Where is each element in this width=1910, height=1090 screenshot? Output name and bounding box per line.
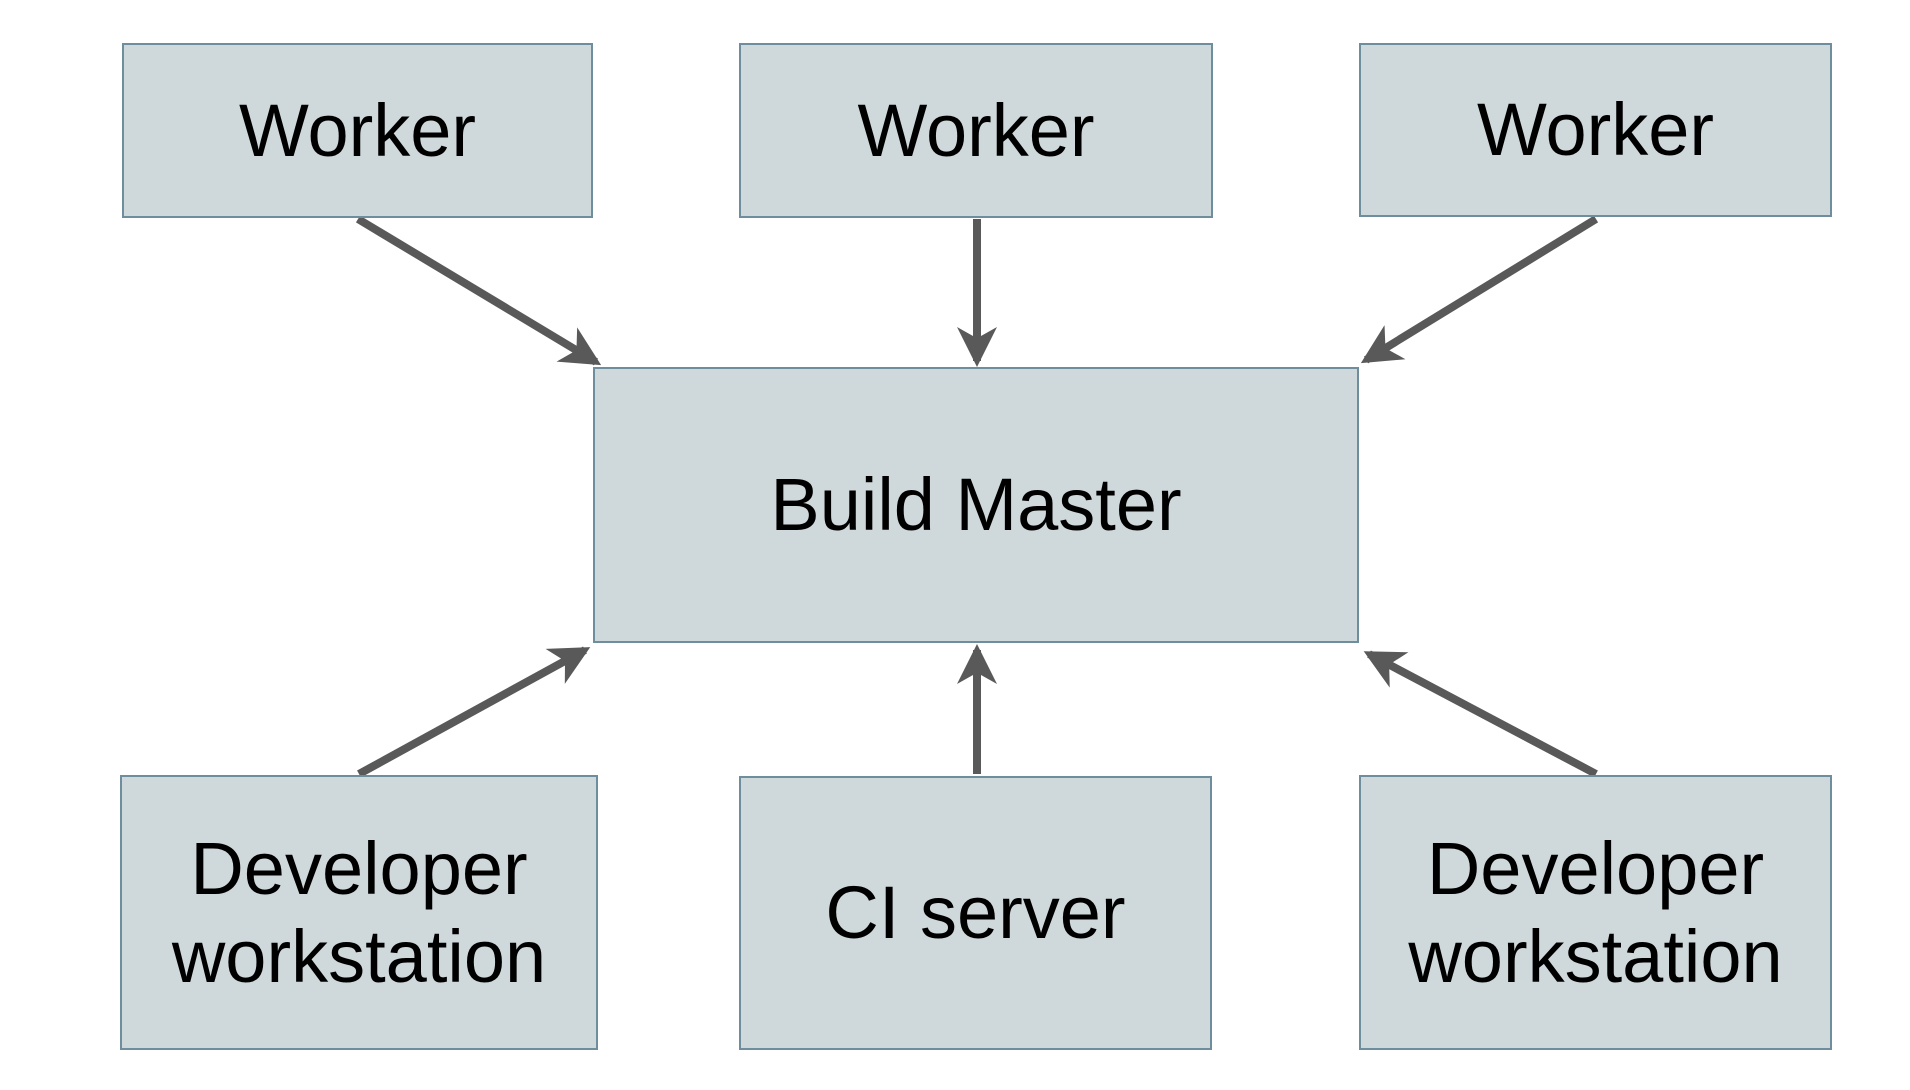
node-build-master: Build Master (593, 367, 1359, 643)
node-label-worker-2: Worker (857, 88, 1095, 172)
node-worker-3: Worker (1359, 43, 1832, 217)
node-label-developer-workstation-right: Developer workstation (1408, 827, 1783, 998)
node-ci-server: CI server (739, 776, 1212, 1050)
node-label-worker-1: Worker (238, 88, 477, 172)
node-label-build-master: Build Master (770, 463, 1182, 547)
node-developer-workstation-right: Developer workstation (1359, 775, 1832, 1050)
node-worker-1: Worker (122, 43, 593, 218)
arrow-worker-1-to-build-master (355, 215, 602, 366)
arrow-developer-workstation-right-to-build-master (1363, 650, 1598, 778)
node-worker-2: Worker (739, 43, 1213, 218)
node-label-developer-workstation-left: Developer workstation (171, 827, 547, 998)
arrow-worker-3-to-build-master (1360, 215, 1599, 364)
node-label-ci-server: CI server (825, 871, 1126, 955)
node-label-worker-3: Worker (1476, 88, 1715, 172)
arrow-developer-workstation-left-to-build-master (357, 646, 591, 778)
node-developer-workstation-left: Developer workstation (120, 775, 598, 1050)
